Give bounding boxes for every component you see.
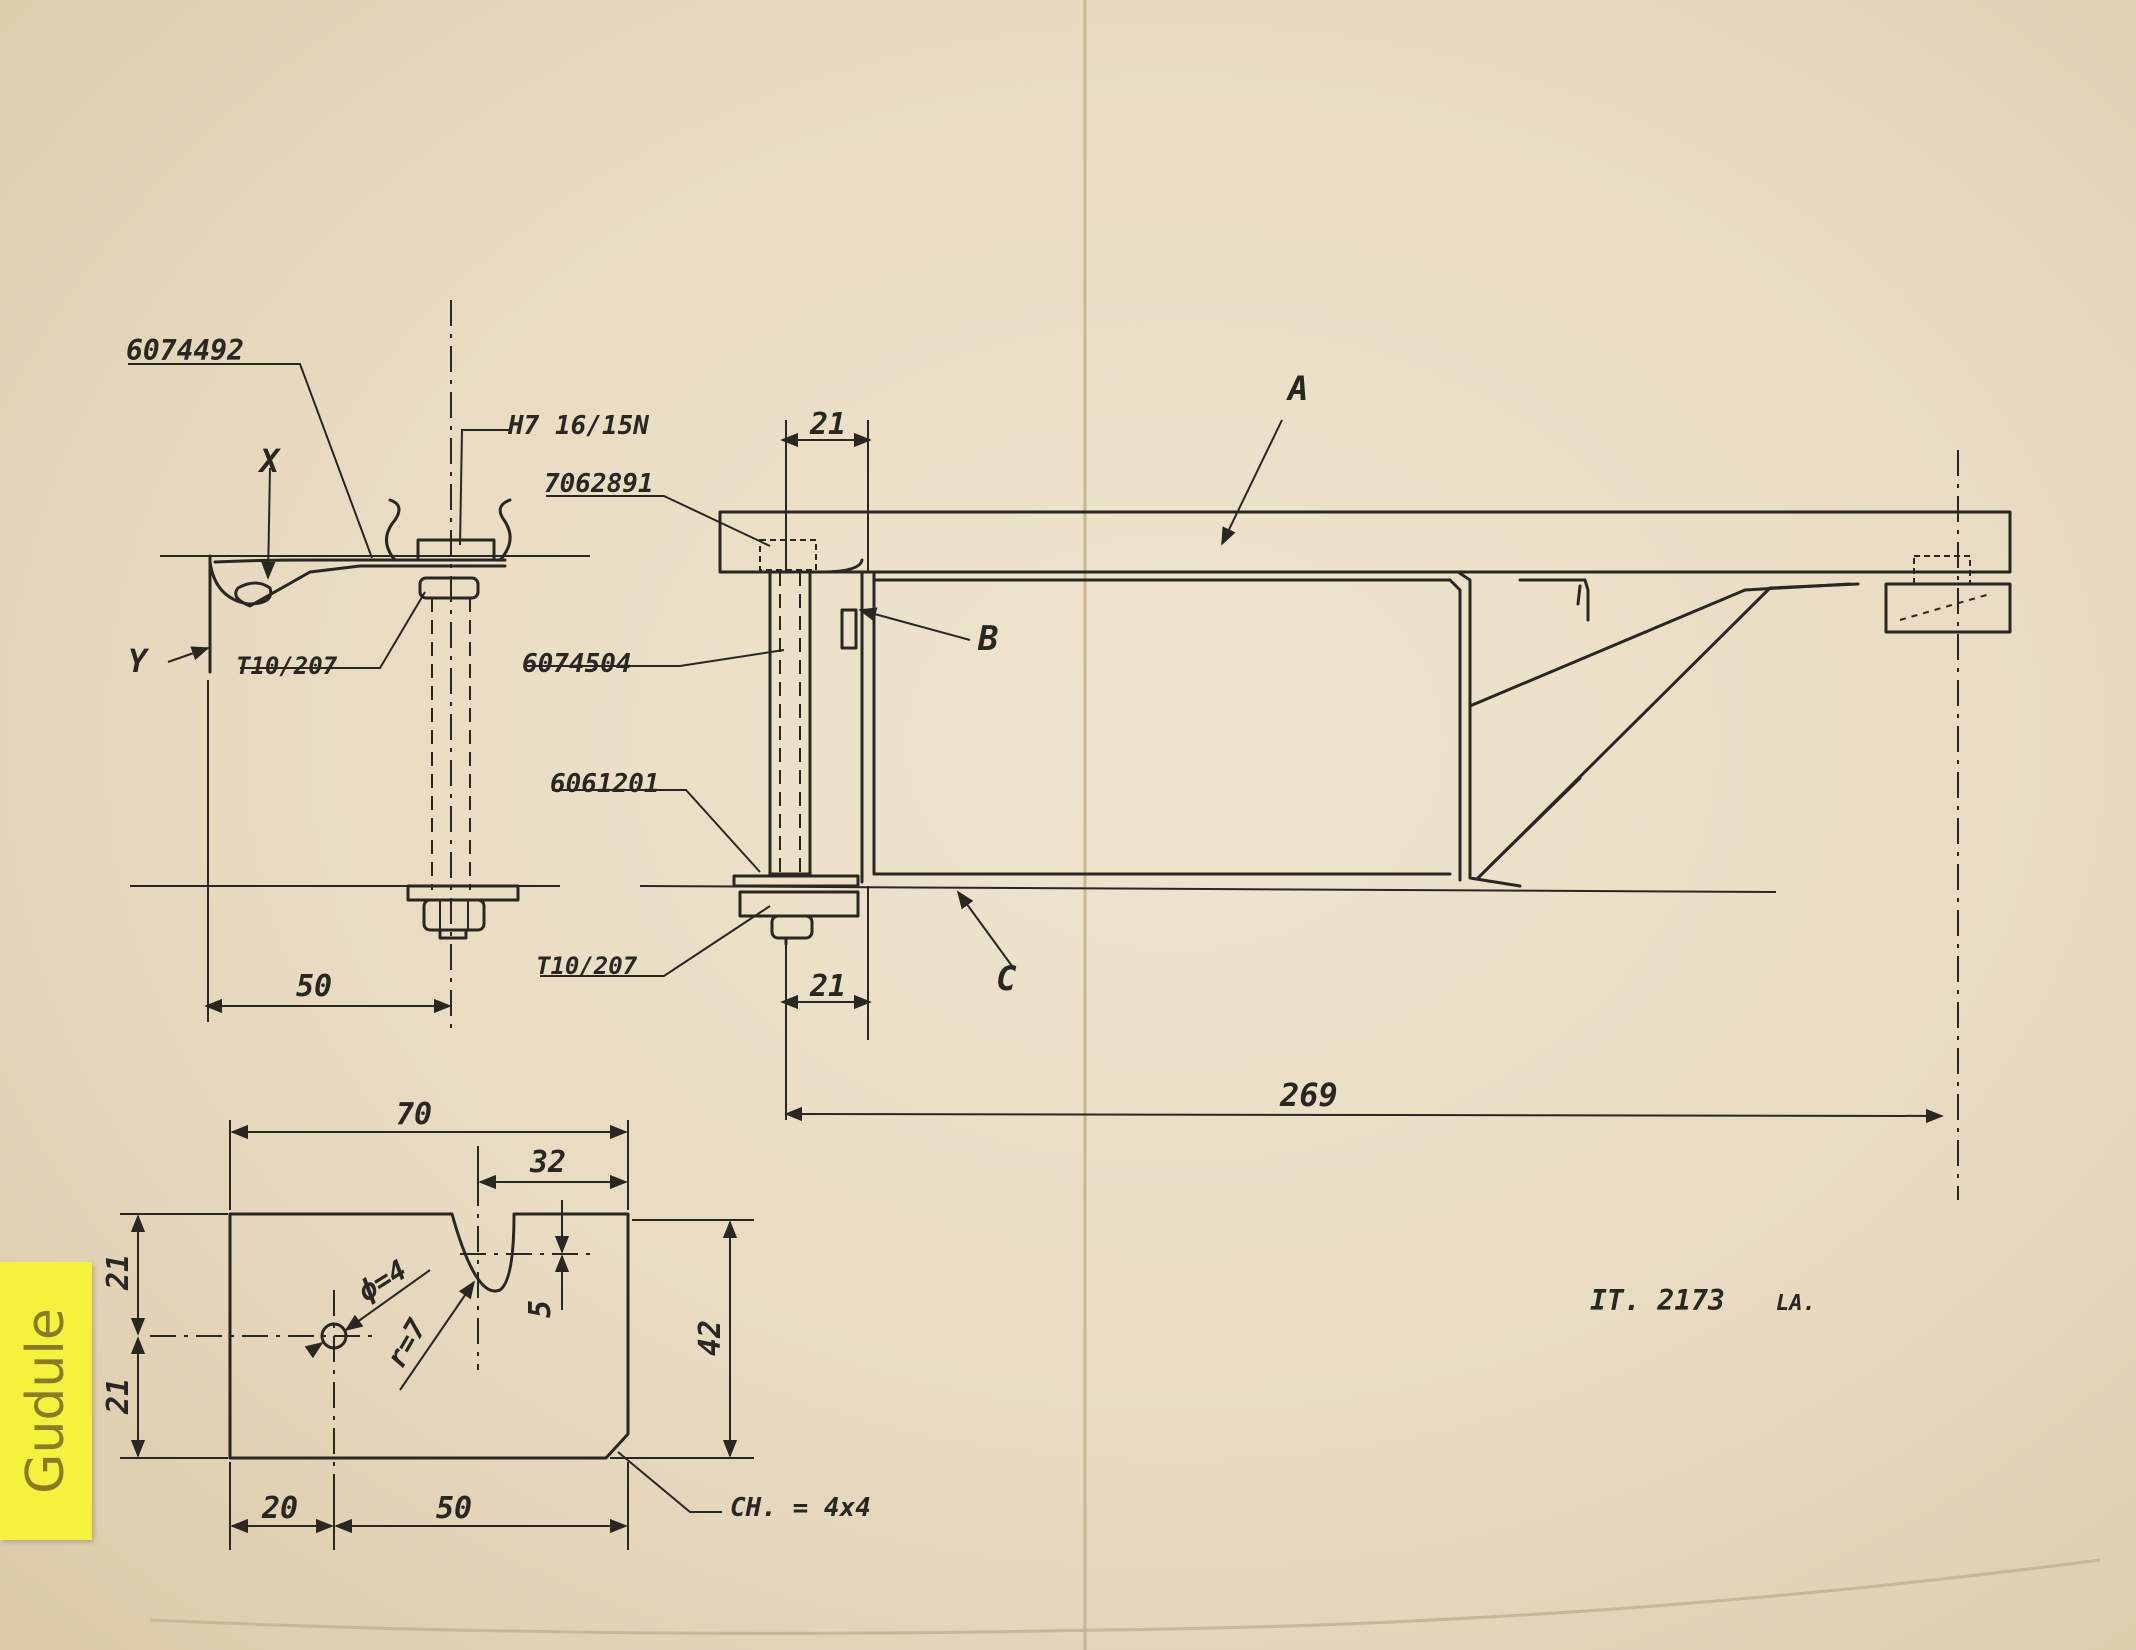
dim-21-vertical-bottom: 21 xyxy=(101,1378,136,1415)
dim-50-bottom: 50 xyxy=(436,1491,472,1526)
left-clip-detail xyxy=(128,300,590,1030)
label-6074504: 6074504 xyxy=(522,649,632,679)
dim-21-vertical-top: 21 xyxy=(101,1254,136,1291)
drawing-id: IT. 2173 xyxy=(1590,1284,1725,1317)
dim-32: 32 xyxy=(529,1145,566,1180)
chamfer-note: CH. = 4x4 xyxy=(730,1493,871,1523)
label-7062891: 7062891 xyxy=(544,469,654,499)
label-t10-top: T10/207 xyxy=(236,652,338,680)
label-c: C xyxy=(996,959,1017,999)
label-a: A xyxy=(1286,369,1308,409)
dim-70: 70 xyxy=(396,1097,432,1132)
dim-5: 5 xyxy=(523,1300,558,1318)
label-h7: H7 16/15N xyxy=(507,411,649,441)
label-6074492: 6074492 xyxy=(126,334,244,367)
sticky-note: Gudule xyxy=(0,1262,92,1540)
dim-42: 42 xyxy=(693,1320,728,1356)
sticky-note-text: Gudule xyxy=(16,1308,76,1494)
label-x: X xyxy=(257,442,281,480)
label-t10-bottom: T10/207 xyxy=(536,952,638,980)
dim-phi: ϕ=4 xyxy=(352,1253,412,1308)
paper-worn-corner xyxy=(149,1558,2101,1635)
label-b: B xyxy=(977,619,998,659)
main-assembly xyxy=(524,419,2012,1200)
label-6061201: 6061201 xyxy=(550,769,660,799)
plate-detail xyxy=(120,1120,754,1550)
dim-21-bottom: 21 xyxy=(809,969,846,1004)
dim-50-left: 50 xyxy=(296,969,332,1004)
dim-21-top: 21 xyxy=(809,407,846,442)
drawing-suffix: LA. xyxy=(1776,1291,1816,1316)
dim-20: 20 xyxy=(261,1491,298,1526)
dim-radius: r=7 xyxy=(379,1313,433,1373)
label-y: Y xyxy=(128,642,150,680)
dim-269: 269 xyxy=(1279,1076,1338,1114)
